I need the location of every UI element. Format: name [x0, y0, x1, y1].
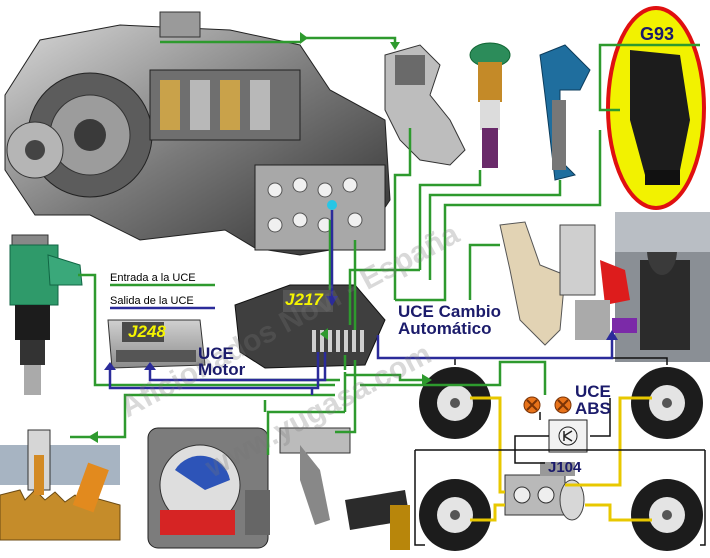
uce-abs-line1: UCE [575, 382, 611, 401]
uce-abs-line2: ABS [575, 399, 611, 418]
wheel-rear-left [419, 479, 491, 551]
uce-motor-line1: UCE [198, 344, 234, 363]
uce-motor-line2: Motor [198, 360, 246, 379]
throttle-body-image [147, 427, 270, 549]
solenoid-valve-image [384, 44, 466, 166]
brake-lines [470, 396, 652, 522]
g93-sensor-image [606, 6, 706, 210]
wheel-rear-right [631, 479, 703, 551]
wire-arrowheads [88, 32, 618, 443]
g93-label: G93 [640, 24, 675, 44]
legend-input-label: Entrada a la UCE [110, 272, 196, 284]
gear-selector-image [615, 212, 710, 362]
wheel-front-left [419, 367, 491, 439]
j248-label: J248 [128, 322, 166, 341]
selector-lever-mechanism-image [499, 221, 637, 346]
uce-cambio-line1: UCE Cambio [398, 302, 501, 321]
j104-abs-ecu-icon [548, 419, 588, 453]
uce-cambio-line2: Automático [398, 319, 492, 338]
engine-speed-sensor-image [0, 429, 121, 541]
j248-engine-ecu-image [107, 319, 206, 369]
j104-label: J104 [548, 459, 582, 476]
fuel-injector-image [9, 234, 83, 395]
legend-output-label: Salida de la UCE [110, 295, 194, 307]
automatic-gearbox-image [4, 11, 391, 256]
j217-gearbox-ecu-image [234, 284, 386, 369]
output-wires [108, 210, 614, 395]
abs-hydraulic-unit-image [504, 462, 585, 521]
position-sensor-image [539, 44, 591, 181]
abs-warning-lamps [523, 396, 572, 414]
wheel-front-right [631, 367, 703, 439]
speed-sensor-image [469, 42, 511, 168]
j217-label: J217 [285, 290, 323, 309]
pedal-assembly-image [279, 427, 410, 550]
